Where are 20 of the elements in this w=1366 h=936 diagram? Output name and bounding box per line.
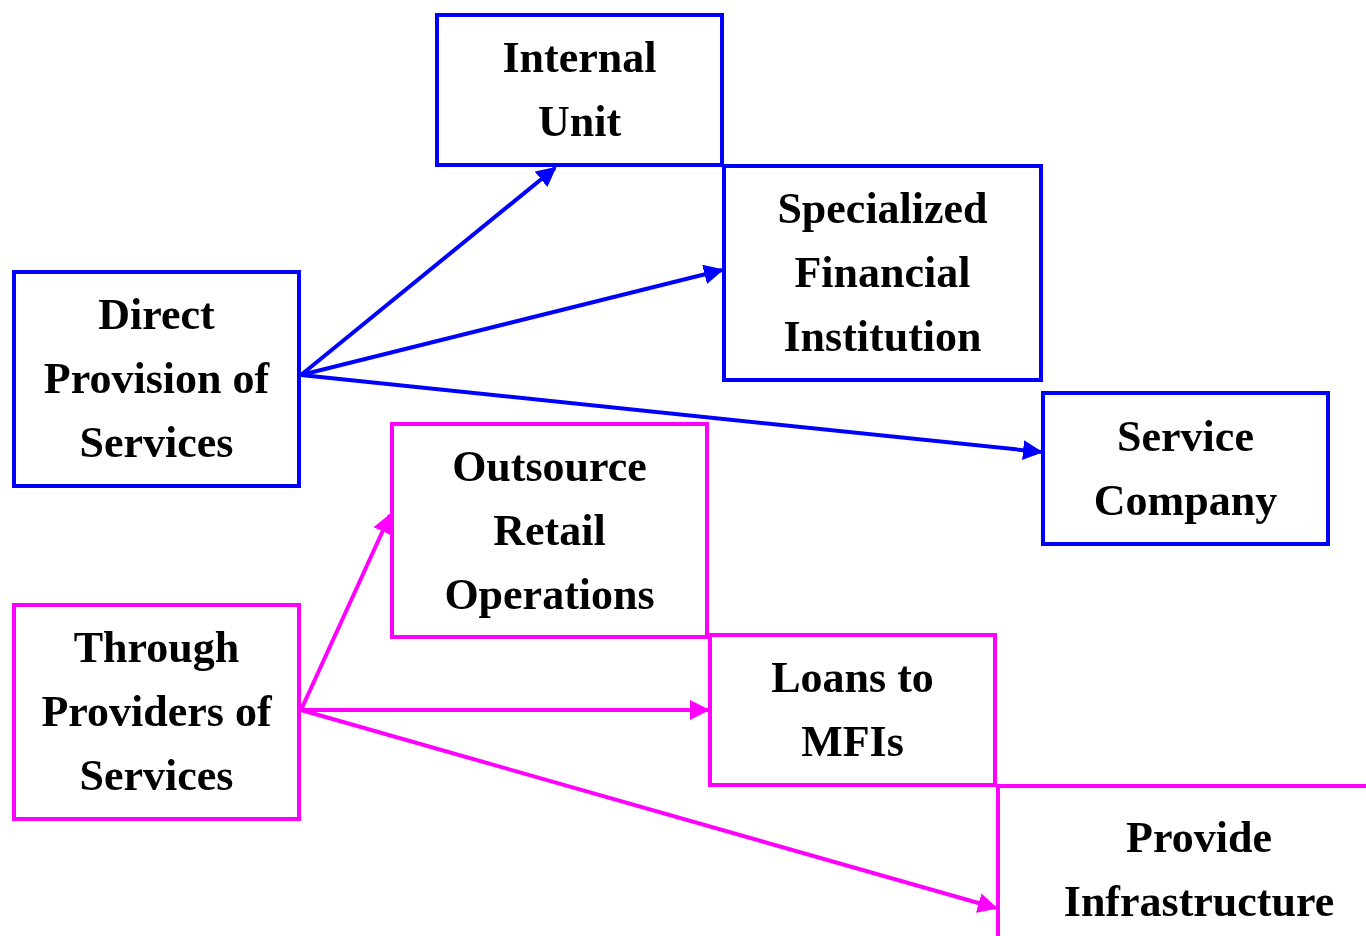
box-label: Service Company (1092, 410, 1279, 527)
box-label: Loans to MFIs (770, 652, 935, 768)
process-box (390, 422, 709, 639)
process-box (708, 633, 997, 787)
box-label: Outsource Retail Operations (443, 440, 656, 621)
arrow (300, 264, 724, 377)
process-box (996, 784, 1366, 936)
box-label: Provide Infrastructure (1062, 812, 1336, 928)
arrow (299, 513, 392, 711)
process-box (722, 164, 1043, 382)
box-label: Direct Provision of Services (42, 289, 271, 469)
arrow (301, 700, 710, 720)
box-label: Through Providers of Services (40, 622, 273, 802)
process-box (12, 603, 301, 821)
box-label: Specialized Financial Institution (776, 183, 989, 363)
box-label: Internal Unit (501, 32, 658, 148)
arrow (300, 373, 1043, 461)
process-box (1041, 391, 1330, 546)
process-box (435, 13, 724, 167)
process-box (12, 270, 301, 488)
